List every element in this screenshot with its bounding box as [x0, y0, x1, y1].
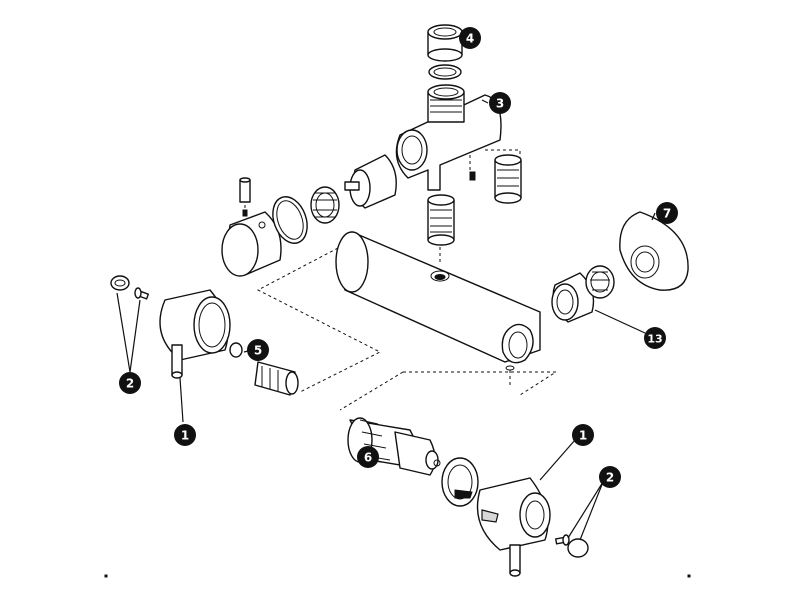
thermostatic-cartridge [347, 417, 441, 476]
callout-label: 4 [466, 32, 474, 46]
callout-label: 13 [647, 333, 662, 346]
right-screw-cap [567, 538, 589, 558]
callout-label: 6 [364, 451, 372, 465]
callout-7: 7 [656, 202, 678, 224]
callout-label: 1 [181, 429, 189, 443]
left-spindle [344, 154, 397, 209]
callout-label: 1 [579, 429, 587, 443]
left-pin [239, 177, 251, 217]
right-screw [555, 534, 570, 546]
callout-label: 2 [126, 377, 134, 391]
small-cartridge [229, 342, 299, 396]
right-handle [476, 477, 551, 577]
edge-mark-left [104, 574, 108, 578]
callout-13: 13 [644, 327, 666, 349]
callout-1-right: 1 [572, 424, 594, 446]
left-handle [159, 289, 231, 379]
callout-4: 4 [459, 27, 481, 49]
top-nut [427, 24, 463, 62]
callout-label: 2 [606, 471, 614, 485]
check-valve [585, 265, 615, 299]
callout-2-right: 2 [599, 466, 621, 488]
left-cap [221, 211, 282, 277]
callout-label: 5 [254, 344, 262, 358]
right-ring [441, 457, 479, 507]
top-washer [428, 64, 462, 80]
callout-label: 3 [496, 97, 504, 111]
left-screw-cap [110, 275, 130, 291]
callout-3: 3 [489, 92, 511, 114]
wall-flange [619, 211, 689, 291]
center-cartridge [427, 194, 455, 246]
callout-1-left: 1 [174, 424, 196, 446]
assembly-guide-lines [244, 140, 558, 411]
callout-label: 7 [663, 207, 671, 221]
tee-connector [395, 84, 502, 191]
right-nut [551, 272, 595, 323]
callout-6: 6 [357, 446, 379, 468]
edge-mark-right [687, 574, 691, 578]
leader-lines [116, 99, 656, 541]
main-valve-body [335, 231, 541, 371]
left-threaded-part [310, 186, 340, 224]
callout-5: 5 [247, 339, 269, 361]
left-screw [134, 287, 150, 300]
left-ring [272, 196, 308, 244]
side-fitting [494, 154, 522, 204]
callout-2-left: 2 [119, 372, 141, 394]
